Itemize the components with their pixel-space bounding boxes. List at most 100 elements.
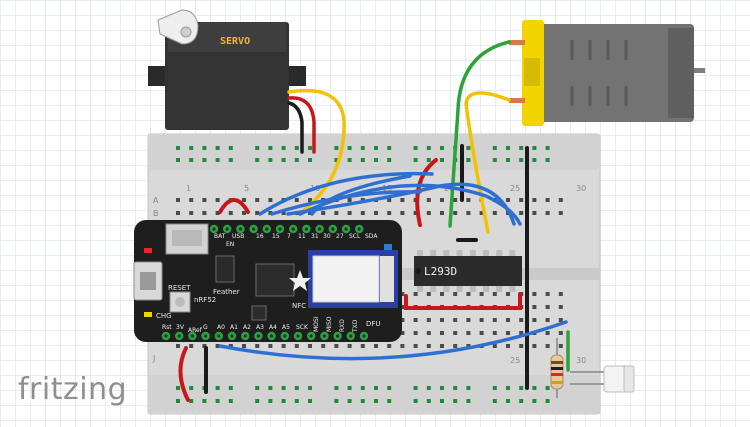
usb-port-opening — [140, 272, 156, 290]
rail-hole — [255, 386, 260, 390]
breadboard-hole — [558, 344, 563, 348]
breadboard-hole — [281, 211, 286, 215]
rail-hole — [506, 399, 510, 403]
pin-label: RXD — [339, 319, 346, 332]
header-pin-hole — [230, 334, 234, 338]
breadboard-hole — [400, 331, 405, 335]
pin-label: MISO — [326, 316, 333, 332]
breadboard-hole — [453, 292, 458, 296]
header-pin-hole — [349, 334, 353, 338]
col-number: 25 — [510, 184, 520, 193]
servo-mount-tab-left — [148, 66, 168, 86]
rail-hole — [374, 386, 378, 390]
breadboard-hole — [426, 344, 431, 348]
wire-servo-red — [287, 96, 316, 154]
breadboard-hole — [176, 344, 180, 348]
breadboard-hole — [347, 344, 352, 348]
col-number: 30 — [576, 184, 586, 193]
rail-hole — [268, 399, 273, 403]
rail-hole — [189, 386, 194, 390]
rail-hole — [202, 158, 207, 162]
motor-terminal-top — [509, 40, 525, 45]
rail-hole — [374, 146, 378, 150]
header-pin-hole — [265, 227, 269, 231]
breadboard-hole — [545, 305, 550, 309]
breadboard-hole — [374, 344, 378, 348]
rail-hole — [387, 146, 392, 150]
rail-hole — [387, 158, 392, 162]
breadboard-hole — [413, 331, 418, 335]
rail-hole — [294, 158, 299, 162]
breadboard-hole — [440, 211, 444, 215]
breadboard-hole — [519, 318, 524, 322]
rail-hole — [492, 146, 497, 150]
pin-label: TXD — [352, 319, 359, 333]
rail-hole — [347, 146, 352, 150]
ble-module-shield — [312, 255, 380, 303]
rail-hole — [189, 146, 194, 150]
rail-hole — [413, 399, 418, 403]
breadboard-hole — [321, 344, 326, 348]
header-pin-hole — [291, 227, 295, 231]
driver-pin — [483, 250, 489, 257]
rail-hole — [426, 386, 431, 390]
breadboard-hole — [360, 211, 365, 215]
pin-label: 30 — [323, 233, 331, 240]
breadboard-hole — [426, 292, 431, 296]
rail-hole — [281, 146, 286, 150]
rail-hole — [453, 386, 458, 390]
breadboard-hole — [426, 211, 431, 215]
breadboard-top-rail — [148, 134, 600, 170]
breadboard-hole — [176, 211, 180, 215]
header-pin-hole — [278, 227, 282, 231]
breadboard-hole — [532, 344, 537, 348]
breadboard-hole — [400, 318, 405, 322]
rail-hole — [334, 146, 339, 150]
pin-label: 16 — [256, 233, 264, 240]
rail-hole — [228, 399, 233, 403]
breadboard-hole — [440, 292, 444, 296]
breadboard-hole — [545, 211, 550, 215]
breadboard-hole — [532, 198, 537, 202]
breadboard-hole — [308, 344, 312, 348]
rail-hole — [281, 399, 286, 403]
rail-hole — [360, 399, 365, 403]
pin-label: Rst — [162, 324, 172, 331]
breadboard-row-letters: A B J — [152, 196, 159, 363]
rail-hole — [492, 158, 497, 162]
driver-pin — [496, 250, 503, 257]
breadboard-hole — [519, 331, 524, 335]
breadboard-hole — [532, 292, 537, 296]
servo-horn-hub — [180, 26, 192, 38]
breadboard-hole — [453, 318, 458, 322]
rail-hole — [176, 399, 180, 403]
driver-pin — [417, 285, 423, 292]
breadboard-hole — [479, 292, 484, 296]
header-pin-hole — [331, 227, 335, 231]
driver-pin — [456, 250, 463, 257]
driver-pin — [443, 285, 450, 292]
servo-motor: SERVO — [148, 9, 306, 130]
rail-hole — [413, 158, 418, 162]
motor-vents — [570, 40, 628, 106]
breadboard-hole — [387, 198, 392, 202]
rail-hole — [255, 146, 260, 150]
rail-hole — [268, 158, 273, 162]
rail-hole — [215, 158, 220, 162]
reset-button-cap — [175, 297, 185, 307]
wire-red-bb-jumper — [218, 198, 250, 214]
breadboard-hole — [506, 318, 510, 322]
rail-hole — [440, 158, 444, 162]
battery-connector-slot — [172, 230, 202, 246]
breadboard-hole — [466, 211, 471, 215]
board-name-label: Feather — [213, 288, 240, 296]
breadboard-hole — [189, 198, 194, 202]
breadboard-hole — [400, 198, 405, 202]
rail-hole — [545, 158, 550, 162]
row-letter: B — [153, 209, 159, 218]
breadboard-hole — [400, 344, 405, 348]
breadboard-hole — [440, 198, 444, 202]
col-number: 30 — [576, 356, 586, 365]
header-pin-hole — [256, 334, 260, 338]
header-pin-hole — [243, 334, 247, 338]
